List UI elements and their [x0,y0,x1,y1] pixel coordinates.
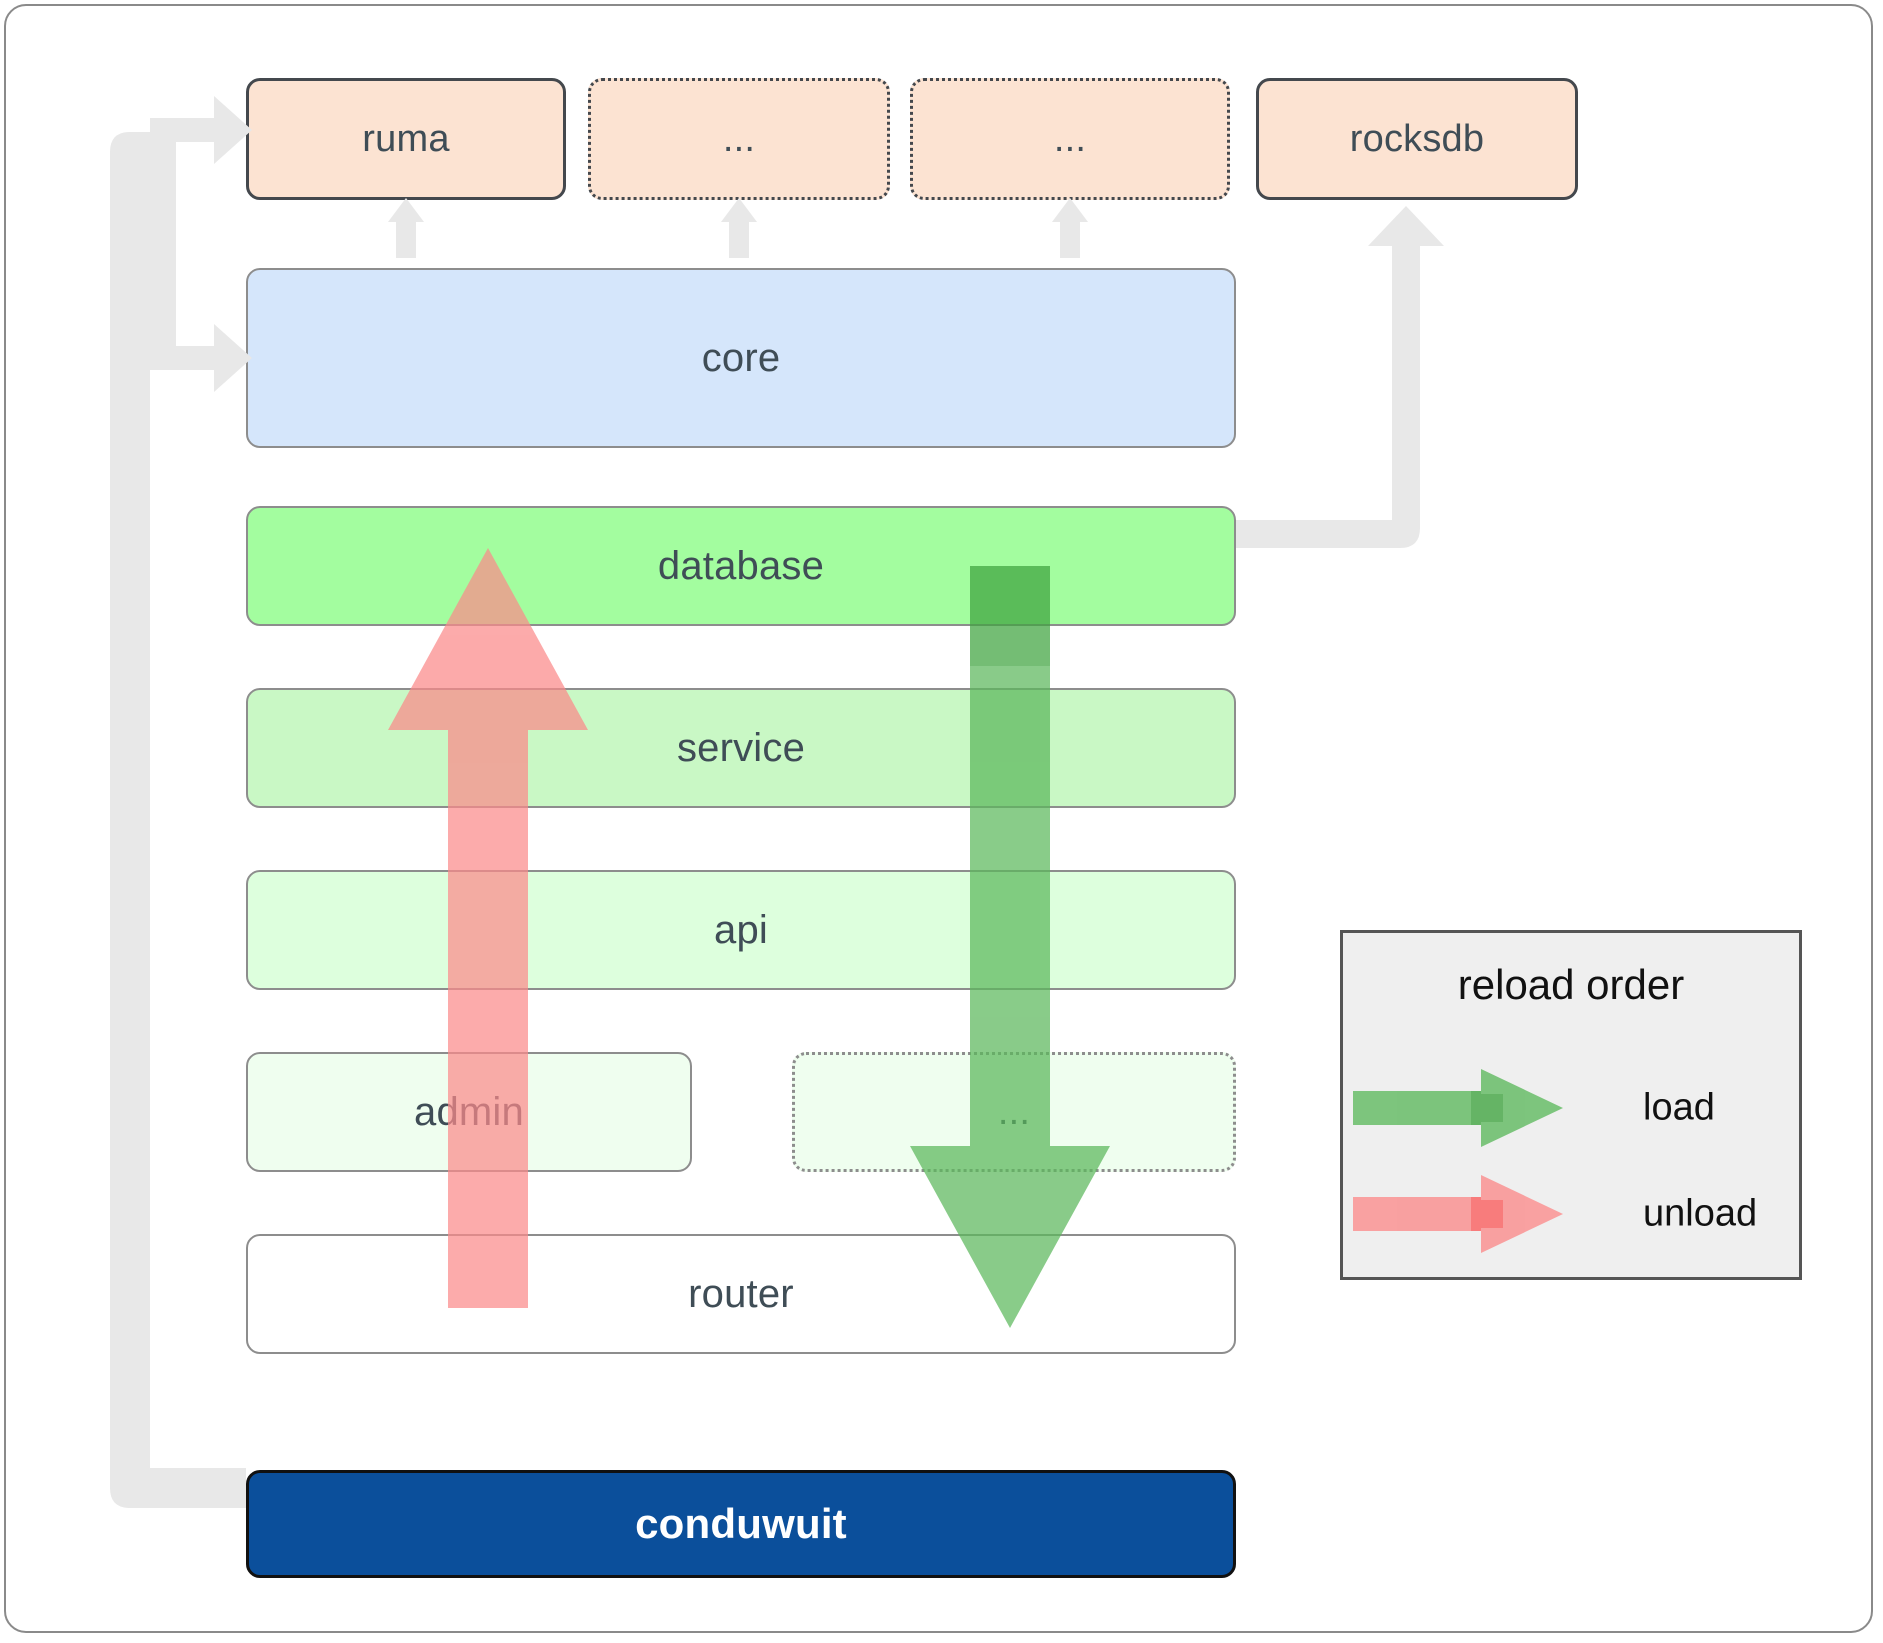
connector-conduwuit-trunk [110,132,246,1508]
legend-unload-arrow-icon [1353,1175,1563,1253]
legend-row-load: load [1343,1063,1799,1153]
legend-unload-label: unload [1643,1192,1758,1235]
legend-title: reload order [1457,961,1685,1008]
stack-box-api[interactable]: api [246,870,1236,990]
legend-load-label: load [1643,1086,1715,1129]
connector-core-to-dots2 [1052,198,1088,258]
connector-core-to-deps-group [388,198,1088,258]
connector-database-rocksdb [1236,206,1444,548]
legend-row-unload: unload [1343,1169,1799,1259]
legend-panel: reload order load unload [1340,930,1802,1280]
connector-branch-core-riser [150,132,176,364]
connector-core-to-dots1 [721,198,757,258]
connector-branch-core [150,324,252,392]
connector-core-to-ruma [388,198,424,258]
legend-load-arrow-icon [1353,1069,1563,1147]
connector-branch-ruma [150,96,252,164]
stack-box-core[interactable]: core [246,268,1236,448]
